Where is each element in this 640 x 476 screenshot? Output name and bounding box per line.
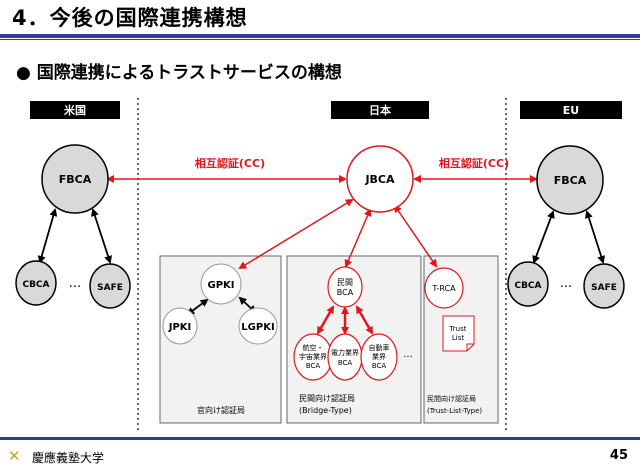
node-cbca-us-label: CBCA: [22, 280, 49, 290]
trust-architecture-diagram: 米国 日本 EU 相互認証(CC) 相互認証(CC) FBCA CBCA ···…: [15, 98, 625, 430]
node-fbca-eu: [536, 145, 604, 215]
subtitle: ● 国際連携によるトラストサービスの構想: [16, 63, 342, 83]
node-jbca-label: JBCA: [364, 173, 395, 186]
arrow-fbca-safe-us: [91, 208, 112, 264]
node-trca: [424, 267, 464, 309]
panel-trustlist-caption-2: (Trust-List-Type): [427, 407, 482, 415]
node-aero-bca-label-2: 宇宙業界: [299, 352, 327, 361]
node-jpki-label: JPKI: [168, 322, 192, 333]
node-lgpki: [238, 307, 278, 345]
cross-cert-label-eu: 相互認証(CC): [439, 156, 509, 170]
node-trca-label: T-RCA: [431, 284, 456, 293]
arrow-fbca-safe-eu: [585, 210, 605, 264]
arrow-private-auto: [355, 305, 374, 335]
node-cbca-us: [15, 260, 57, 306]
arrow-private-aero: [316, 305, 335, 335]
panel-bridge-caption-1: 民間向け認証局: [299, 393, 355, 403]
cross-cert-label-us: 相互認証(CC): [195, 156, 265, 170]
node-auto-bca: [360, 333, 398, 381]
trust-list-fold: [466, 343, 474, 351]
node-safe-us-label: SAFE: [97, 283, 123, 293]
university-logo-icon: ✕: [8, 447, 21, 465]
node-jbca: [346, 145, 414, 213]
node-fbca-eu-label: FBCA: [554, 174, 587, 187]
node-cbca-eu-label: CBCA: [514, 281, 541, 291]
node-power-bca-label-2: BCA: [338, 359, 353, 367]
university-name: 慶應義塾大学: [32, 451, 105, 465]
arrow-fbca-cbca-eu: [532, 210, 555, 264]
node-fbca-us-label: FBCA: [59, 173, 92, 186]
node-auto-bca-label-3: BCA: [372, 362, 387, 370]
ellipsis-eu: ···: [560, 280, 572, 295]
page-title: 4．今後の国際連携構想: [12, 6, 248, 30]
arrow-fbca-cbca-us: [37, 208, 58, 264]
region-eu-label: EU: [563, 104, 579, 117]
node-private-bca: [327, 266, 363, 308]
node-fbca-us: [41, 144, 109, 214]
arrow-gpki-jpki: [186, 298, 209, 316]
panel-trustlist-caption-1: 民間向け認証局: [427, 394, 476, 403]
trust-list-label-2: List: [452, 334, 464, 342]
node-gpki-label: GPKI: [207, 280, 234, 291]
arrow-jbca-trca: [393, 204, 438, 268]
footer-rule: [0, 437, 640, 440]
node-private-bca-label-2: BCA: [337, 288, 354, 297]
node-aero-bca-label-1: 航空・: [303, 343, 324, 352]
node-power-bca: [327, 333, 363, 381]
node-gpki: [200, 263, 242, 305]
region-japan-label: 日本: [369, 103, 391, 117]
node-jpki: [162, 307, 198, 345]
node-safe-us: [89, 263, 131, 309]
node-safe-eu: [583, 263, 625, 309]
ellipsis-us: ···: [69, 280, 81, 295]
node-cbca-eu: [507, 261, 549, 307]
ellipsis-bridge: ···: [403, 352, 413, 363]
node-auto-bca-label-2: 業界: [372, 352, 386, 361]
region-header-us: [30, 101, 120, 119]
node-private-bca-label-1: 民間: [337, 278, 353, 287]
panel-bridge-caption-2: (Bridge-Type): [299, 406, 352, 415]
node-aero-bca-label-3: BCA: [306, 362, 321, 370]
region-header-eu: [520, 101, 622, 119]
title-rule: [0, 34, 640, 38]
subtitle-text: 国際連携によるトラストサービスの構想: [36, 63, 342, 83]
node-power-bca-label-1: 電力業界: [331, 348, 359, 357]
arrow-jbca-private-bca: [344, 208, 372, 268]
arrow-jbca-gpki: [238, 198, 354, 270]
page-number: 45: [609, 448, 628, 463]
node-safe-eu-label: SAFE: [591, 283, 617, 293]
title-rule-thin: [0, 39, 640, 40]
region-us-label: 米国: [63, 103, 86, 117]
trust-list-label-1: Trust: [449, 325, 467, 333]
region-header-japan: [331, 101, 429, 119]
node-auto-bca-label-1: 自動車: [369, 343, 390, 352]
panel-gov-caption: 官向け認証局: [197, 405, 245, 415]
trust-list-document-icon: [442, 315, 475, 352]
node-lgpki-label: LGPKI: [241, 322, 274, 333]
